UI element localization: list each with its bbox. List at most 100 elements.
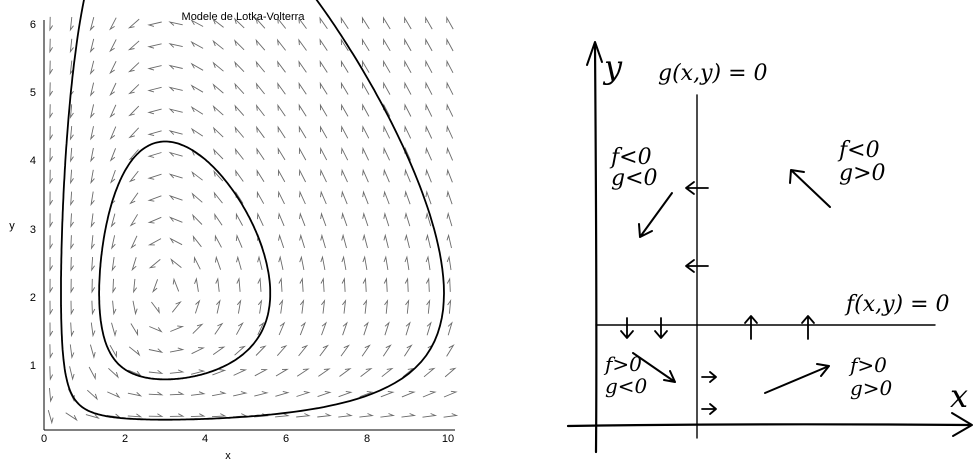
field-arrow bbox=[85, 414, 100, 419]
field-arrow bbox=[318, 368, 331, 377]
field-arrow bbox=[112, 300, 117, 316]
field-arrow bbox=[360, 368, 373, 377]
field-arrow bbox=[110, 213, 116, 228]
field-arrow bbox=[69, 344, 75, 360]
field-arrow bbox=[361, 16, 370, 30]
field-arrow bbox=[425, 190, 432, 205]
field-arrow bbox=[422, 413, 438, 418]
field-arrow bbox=[425, 124, 433, 139]
field-arrow bbox=[319, 103, 328, 117]
field-arrow bbox=[127, 18, 140, 29]
field-arrow bbox=[341, 125, 349, 139]
x-tick-label: 6 bbox=[283, 433, 289, 445]
field-arrow bbox=[256, 147, 265, 161]
field-arrow bbox=[298, 38, 307, 51]
upper-right-g-sign: g>0 bbox=[839, 161, 886, 186]
field-arrow bbox=[361, 37, 370, 52]
field-arrow bbox=[49, 60, 53, 76]
field-arrow bbox=[212, 17, 224, 28]
field-arrow bbox=[49, 256, 53, 272]
field-arrow bbox=[169, 369, 185, 374]
field-arrow bbox=[70, 147, 74, 163]
field-arrow bbox=[296, 390, 311, 397]
field-arrow bbox=[404, 168, 411, 183]
field-arrow bbox=[446, 233, 452, 249]
field-arrow bbox=[341, 233, 347, 249]
field-arrow bbox=[147, 108, 162, 115]
flow-arrow-upper-right bbox=[789, 169, 831, 208]
field-arrow bbox=[234, 104, 245, 116]
field-arrow bbox=[170, 258, 182, 268]
field-arrow bbox=[236, 299, 242, 314]
field-arrow bbox=[359, 390, 374, 398]
field-arrow bbox=[278, 233, 285, 249]
field-arrow bbox=[383, 37, 391, 52]
field-arrow bbox=[446, 37, 454, 52]
field-arrow bbox=[49, 278, 54, 294]
field-arrow bbox=[168, 108, 183, 114]
field-arrow bbox=[362, 81, 370, 95]
field-arrow bbox=[169, 237, 183, 246]
field-arrow bbox=[296, 368, 310, 377]
field-arrow bbox=[447, 321, 453, 336]
field-arrow bbox=[147, 21, 162, 27]
field-arrow bbox=[380, 390, 395, 398]
field-arrow bbox=[341, 211, 348, 227]
field-arrow bbox=[446, 103, 454, 117]
field-arrow bbox=[422, 390, 437, 398]
field-arrow bbox=[319, 344, 329, 357]
field-arrow bbox=[257, 255, 263, 271]
field-arrow bbox=[425, 233, 431, 249]
field-arrow bbox=[425, 37, 433, 52]
field-arrow bbox=[255, 38, 266, 51]
field-arrow bbox=[255, 60, 266, 73]
field-arrow bbox=[444, 367, 457, 378]
field-arrow bbox=[131, 257, 137, 272]
field-arrow bbox=[190, 369, 206, 375]
field-arrow bbox=[254, 391, 269, 397]
upper-right-f-sign: f<0 bbox=[837, 138, 880, 163]
field-arrow bbox=[362, 211, 369, 227]
field-arrow bbox=[70, 213, 74, 229]
field-arrow bbox=[320, 168, 327, 183]
x-tick-label: 10 bbox=[442, 433, 454, 445]
field-arrow bbox=[446, 344, 455, 357]
field-arrow bbox=[234, 60, 245, 73]
field-arrow bbox=[235, 169, 244, 182]
field-arrow bbox=[147, 86, 162, 93]
field-arrow bbox=[275, 390, 290, 397]
field-arrow bbox=[193, 255, 201, 270]
field-arrow bbox=[69, 38, 74, 54]
field-arrow bbox=[426, 299, 431, 314]
field-arrow bbox=[277, 60, 286, 73]
field-arrow bbox=[89, 60, 95, 75]
field-arrow bbox=[109, 39, 117, 53]
field-arrow bbox=[320, 212, 327, 227]
field-arrow bbox=[257, 321, 265, 336]
field-arrow bbox=[338, 413, 353, 418]
field-arrow bbox=[320, 277, 325, 292]
field-arrow bbox=[443, 390, 458, 398]
field-arrow bbox=[111, 322, 117, 338]
field-arrow bbox=[277, 212, 285, 227]
field-arrow bbox=[342, 299, 347, 314]
field-arrow bbox=[320, 233, 326, 249]
field-arrow bbox=[214, 255, 222, 270]
field-arrow bbox=[254, 368, 268, 377]
field-arrow bbox=[233, 17, 245, 29]
field-arrow bbox=[89, 38, 95, 54]
field-arrow bbox=[168, 173, 183, 179]
field-arrow bbox=[86, 389, 98, 401]
field-arrow bbox=[49, 387, 54, 403]
field-arrow bbox=[147, 130, 162, 137]
field-arrow bbox=[340, 59, 349, 73]
field-arrow bbox=[277, 168, 286, 183]
field-arrow bbox=[234, 147, 244, 160]
field-arrow bbox=[277, 147, 286, 161]
field-arrow bbox=[278, 255, 284, 270]
field-arrow bbox=[49, 16, 53, 32]
field-arrow bbox=[320, 190, 327, 205]
field-arrow bbox=[148, 259, 161, 269]
field-arrow bbox=[234, 126, 245, 138]
field-arrow bbox=[299, 277, 304, 292]
